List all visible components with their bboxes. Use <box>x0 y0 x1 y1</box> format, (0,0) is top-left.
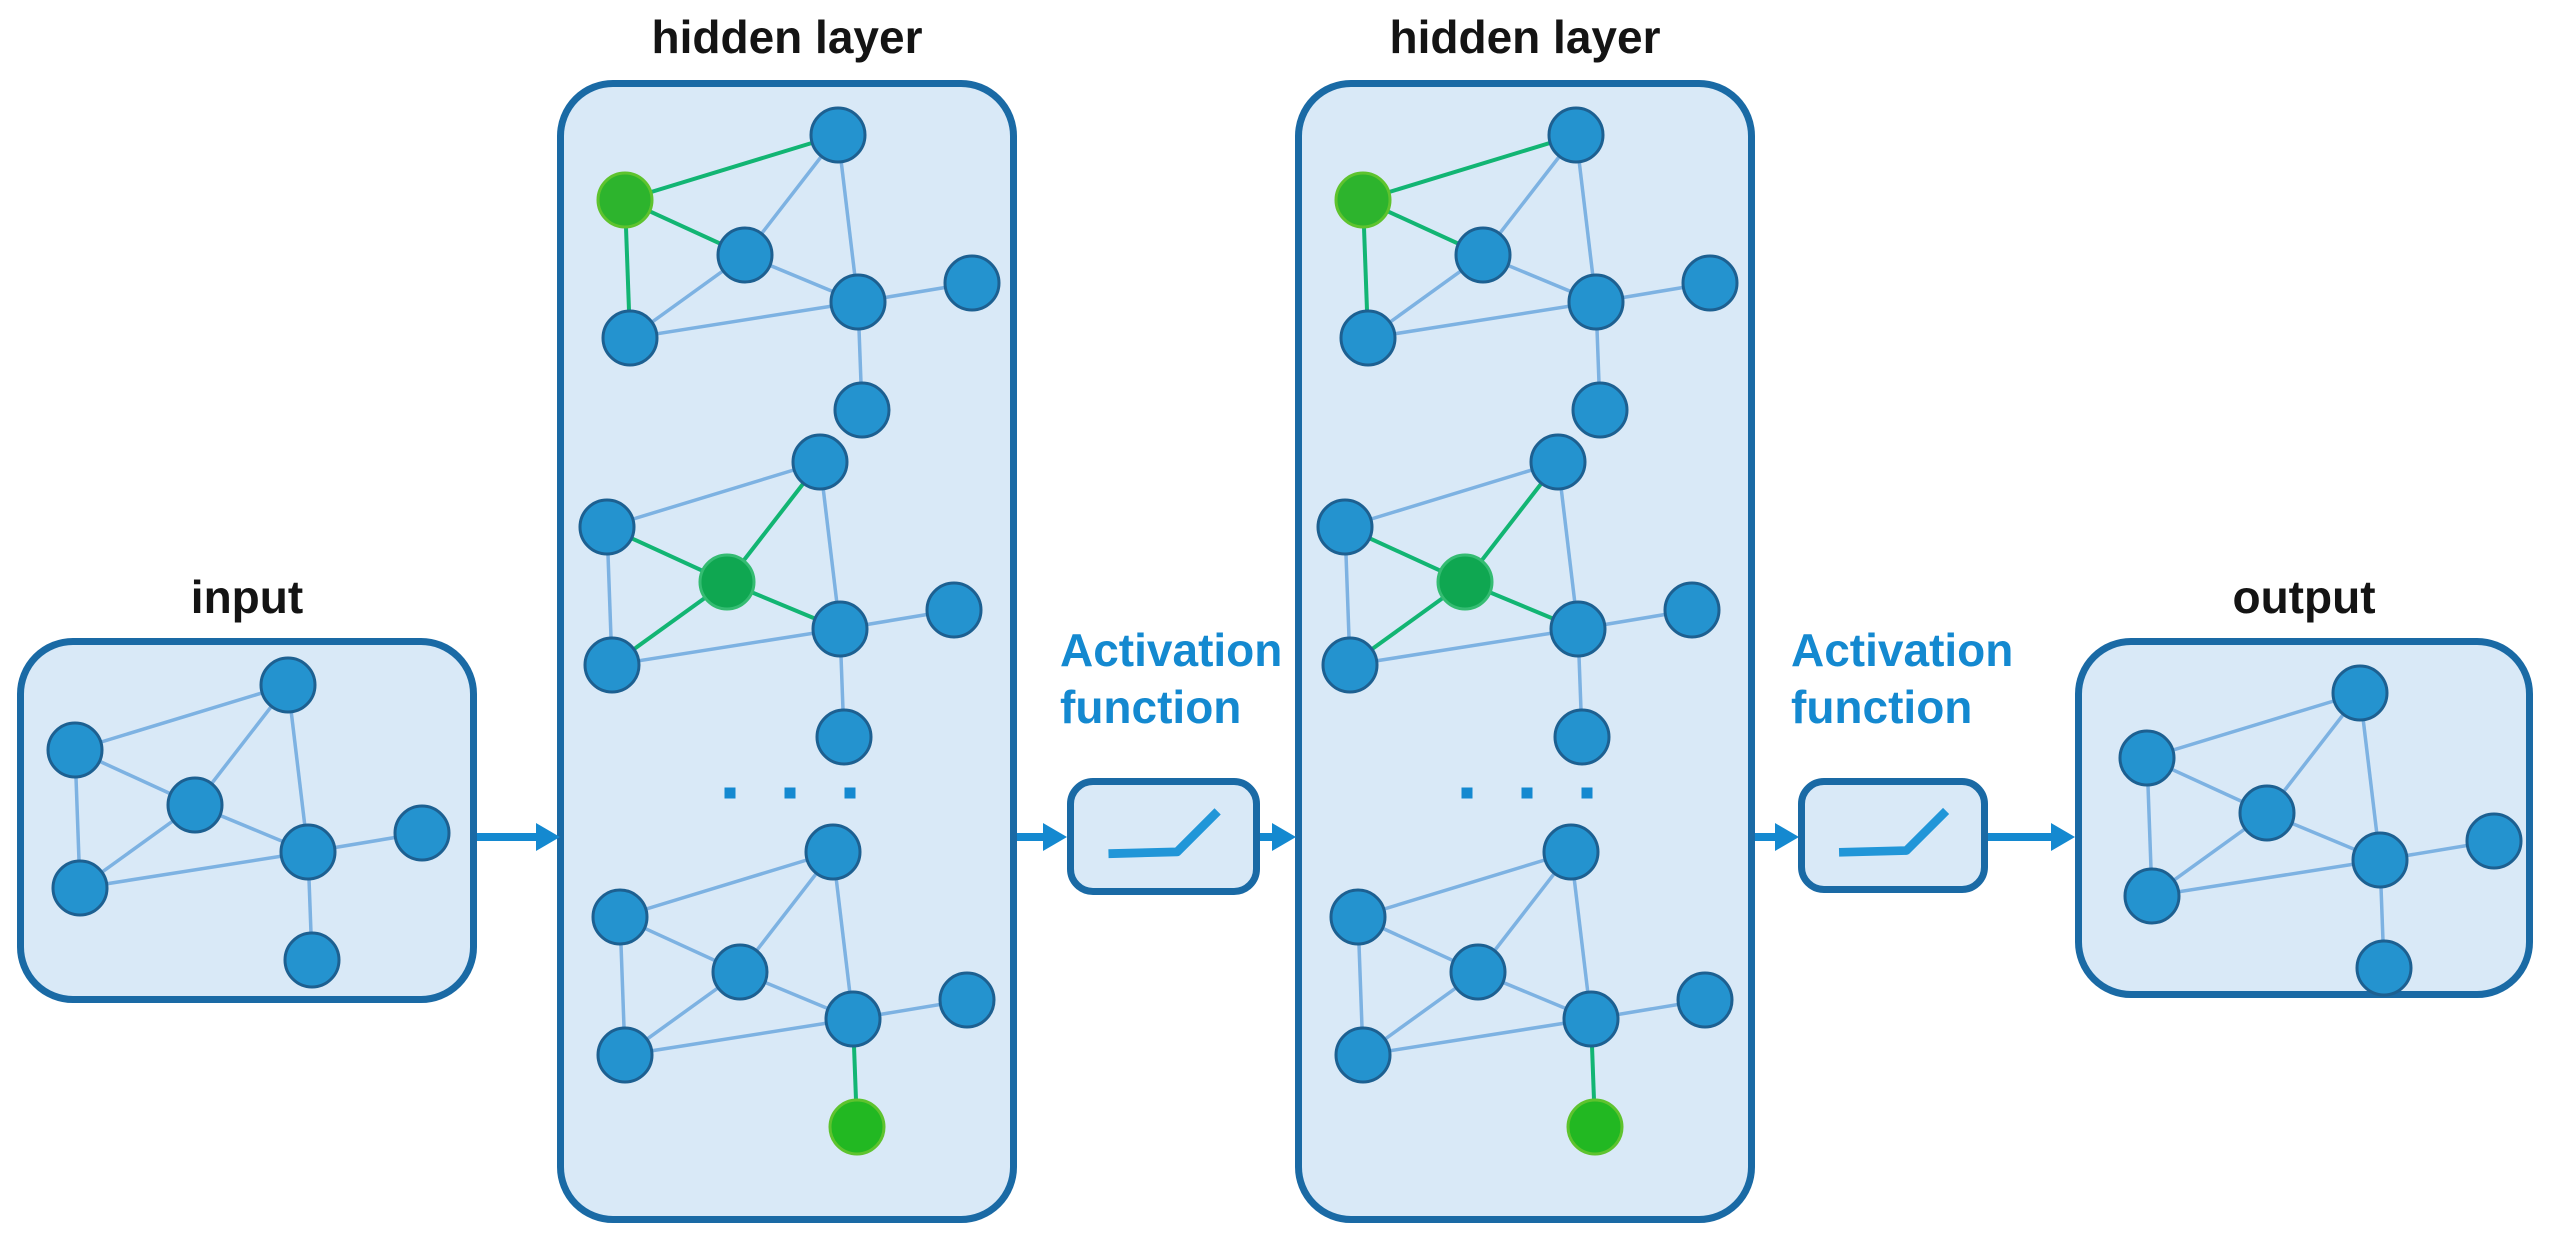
relu-curve-icon <box>1108 808 1221 859</box>
activation-box-2 <box>1798 778 1988 893</box>
arrow-activation2-to-output-icon <box>1988 823 2075 851</box>
input-panel <box>17 638 477 1003</box>
hidden-layer-1-graphs <box>578 106 1001 1156</box>
hidden-layer-1-panel <box>557 80 1017 1223</box>
arrow-hidden2-to-activation2-icon <box>1755 823 1799 851</box>
output-graph <box>2118 664 2523 997</box>
activation-label-2-line1: Activation <box>1791 624 2014 676</box>
activation-label-1: Activation function <box>1060 622 1282 736</box>
hidden-layer-2-title: hidden layer <box>1389 11 1661 63</box>
arrow-hidden1-to-activation1-icon <box>1017 823 1067 851</box>
input-graph <box>46 656 451 989</box>
input-panel-title: input <box>190 571 304 623</box>
arrow-input-to-hidden1-icon <box>477 823 560 851</box>
hidden-layer-2-panel <box>1295 80 1755 1223</box>
arrow-activation1-to-hidden2-icon <box>1258 823 1296 851</box>
output-panel <box>2075 638 2533 998</box>
activation-label-2: Activation function <box>1791 622 2013 736</box>
hidden-layer-2-graphs <box>1316 106 1739 1156</box>
activation-label-1-line1: Activation <box>1060 624 1283 676</box>
output-panel-title: output <box>2232 571 2376 623</box>
activation-label-1-line2: function <box>1060 681 1242 733</box>
relu-curve-icon <box>1838 807 1950 857</box>
activation-label-2-line2: function <box>1791 681 1973 733</box>
hidden-layer-1-title: hidden layer <box>651 11 923 63</box>
activation-box-1 <box>1067 778 1260 895</box>
